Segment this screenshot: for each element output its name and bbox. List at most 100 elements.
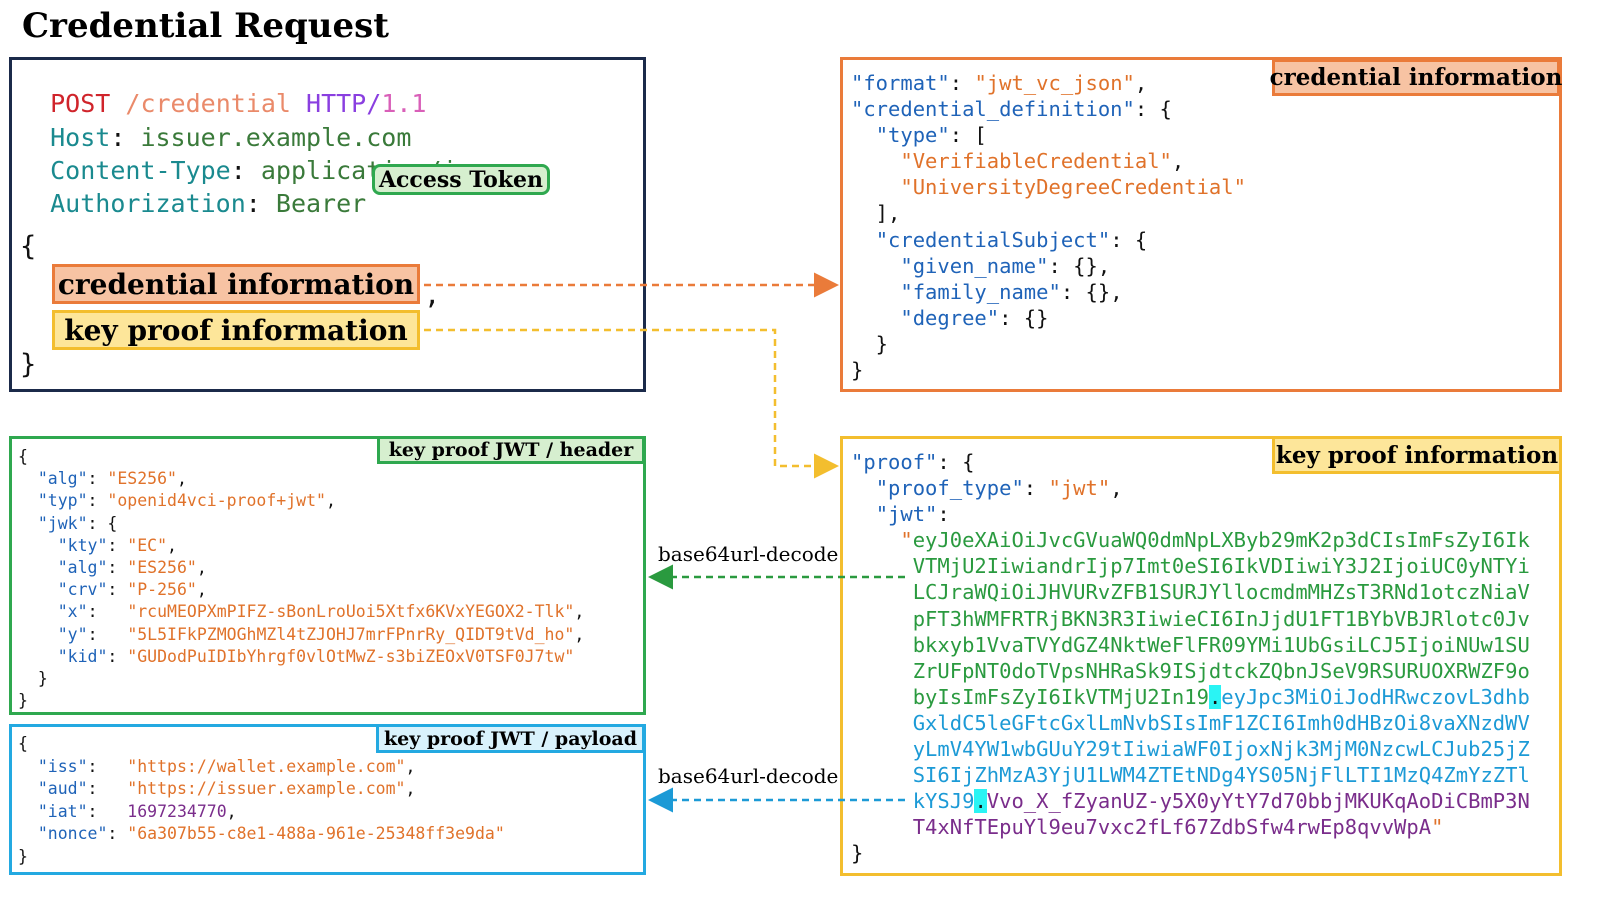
- code-token: [851, 763, 913, 787]
- code-token: "credential_definition": [851, 97, 1135, 122]
- code-line: {: [18, 733, 505, 756]
- key-proof-information-box: [840, 436, 1562, 876]
- host-key: Host: [50, 123, 111, 152]
- code-token: :: [87, 491, 108, 511]
- code-token: [851, 123, 876, 147]
- code-token: yLmV4YW1wbGUuY29tIiwiaWF0IjoxNjk3MjM0Nzc…: [912, 737, 1530, 762]
- jwt-payload-box-tag: key proof JWT / payload: [376, 724, 645, 753]
- code-line: "credentialSubject": {: [851, 227, 1246, 253]
- code-token: "typ": [37, 491, 88, 511]
- code-line: "format": "jwt_vc_json",: [851, 70, 1246, 96]
- code-token: [18, 625, 58, 644]
- code-token: "y": [57, 624, 88, 644]
- code-token: :: [107, 558, 128, 578]
- code-token: eyJpc3MiOiJodHRwczovL3dhb: [1221, 684, 1530, 709]
- code-line: }: [18, 668, 584, 690]
- code-line: }: [851, 331, 1246, 357]
- content-type-colon: :: [230, 156, 246, 185]
- code-token: ,: [574, 624, 585, 644]
- code-token: [18, 602, 58, 621]
- code-token: :: [87, 801, 128, 821]
- code-token: "jwt": [875, 502, 938, 527]
- code-token: ,: [167, 535, 177, 555]
- body-open-brace: {: [20, 231, 37, 262]
- code-token: [18, 647, 58, 666]
- code-token: [851, 580, 913, 604]
- code-token: "UniversityDegreeCredential": [900, 175, 1246, 200]
- code-token: [851, 554, 913, 578]
- code-token: }: [18, 691, 28, 711]
- code-line: "typ": "openid4vci-proof+jwt",: [18, 490, 584, 512]
- code-line: "family_name": {},: [851, 279, 1246, 305]
- decode-payload-label: base64url-decode: [658, 764, 839, 788]
- code-token: ,: [196, 558, 207, 578]
- http-method: POST: [50, 89, 111, 118]
- code-token: "aud": [37, 779, 88, 798]
- code-token: : {},: [1048, 253, 1111, 278]
- code-token: ,: [574, 602, 585, 622]
- code-line: "kty": "EC",: [18, 535, 584, 557]
- key-proof-information-box-tag: key proof information: [1272, 436, 1562, 474]
- code-token: :: [107, 580, 128, 600]
- code-line: }: [851, 840, 1530, 866]
- key-proof-information-tag: key proof information: [52, 310, 420, 350]
- code-line: bkxyb1VvaTVYdGZ4NktWeFlFR09YMi1UbGsiLCJ5…: [851, 632, 1530, 658]
- code-token: [851, 502, 876, 526]
- code-token: "degree": [900, 305, 1000, 330]
- code-line: pFT3hWMFRTRjBKN3R3IiwieCI6InJjdU1FT1BYbV…: [851, 606, 1530, 632]
- code-token: "iss": [37, 756, 88, 776]
- code-token: : {: [1110, 227, 1148, 252]
- code-line: "credential_definition": {: [851, 96, 1246, 122]
- code-token: [18, 514, 38, 533]
- code-token: [18, 580, 58, 599]
- code-token: : {: [87, 513, 118, 533]
- decode-header-label: base64url-decode: [658, 542, 839, 566]
- code-token: {: [18, 734, 28, 753]
- code-line: "eyJ0eXAiOiJvcGVuaWQ0dmNpLXByb29mK2p3dCI…: [851, 527, 1530, 553]
- code-token: "P-256": [127, 580, 197, 600]
- jwt-separator-dot: .: [974, 789, 987, 814]
- code-token: ": [1431, 815, 1444, 840]
- code-token: }: [851, 358, 864, 383]
- code-line: "alg": "ES256",: [18, 468, 584, 490]
- code-line: "degree": {}: [851, 305, 1246, 331]
- code-token: "format": [851, 71, 950, 95]
- code-token: [851, 254, 900, 278]
- code-line: "iat": 1697234770,: [18, 801, 505, 824]
- code-line: yLmV4YW1wbGUuY29tIiwiaWF0IjoxNjk3MjM0Nzc…: [851, 736, 1530, 762]
- code-token: [851, 685, 913, 709]
- code-line: "type": [: [851, 122, 1246, 148]
- code-token: [18, 802, 38, 821]
- code-token: SI6IjZhMzA3YjU1LWM4ZTEtNDg4YS05NjFlLTI1M…: [912, 763, 1530, 788]
- http-request-line: POST /credential HTTP/1.1: [20, 66, 426, 116]
- code-token: ,: [176, 469, 187, 489]
- code-line: "proof": {: [851, 449, 1530, 475]
- code-line: SI6IjZhMzA3YjU1LWM4ZTEtNDg4YS05NjFlLTI1M…: [851, 762, 1530, 788]
- code-token: [18, 491, 38, 510]
- content-type-key: Content-Type: [50, 156, 231, 185]
- code-token: }: [18, 669, 48, 689]
- code-token: [851, 659, 913, 683]
- code-token: "https://issuer.example.com": [127, 779, 406, 798]
- credential-information-box: [840, 57, 1562, 392]
- code-token: "alg": [57, 558, 108, 578]
- code-token: [18, 824, 38, 843]
- code-token: ,: [196, 580, 207, 600]
- code-line: }: [18, 846, 505, 869]
- code-token: }: [851, 841, 864, 866]
- host-colon: :: [110, 123, 126, 152]
- code-line: }: [18, 690, 584, 712]
- code-token: ,: [325, 491, 336, 511]
- body-comma: ,: [424, 280, 441, 311]
- code-token: [851, 815, 913, 839]
- code-line: T4xNfTEpuYl9eu7vxc2fLf67ZdbSfw4rwEp8qvvW…: [851, 814, 1530, 840]
- code-token: : {: [937, 450, 975, 474]
- code-token: "jwt_vc_json": [974, 71, 1135, 95]
- code-token: "https://wallet.example.com": [127, 756, 406, 776]
- code-token: [851, 228, 876, 252]
- code-token: "EC": [127, 535, 168, 555]
- code-token: [18, 558, 58, 577]
- code-line: "UniversityDegreeCredential": [851, 174, 1246, 200]
- code-line: LCJraWQiOiJHVURvZFB1SURJYllocmdmMHZsT3RN…: [851, 579, 1530, 605]
- code-token: "x": [57, 602, 88, 622]
